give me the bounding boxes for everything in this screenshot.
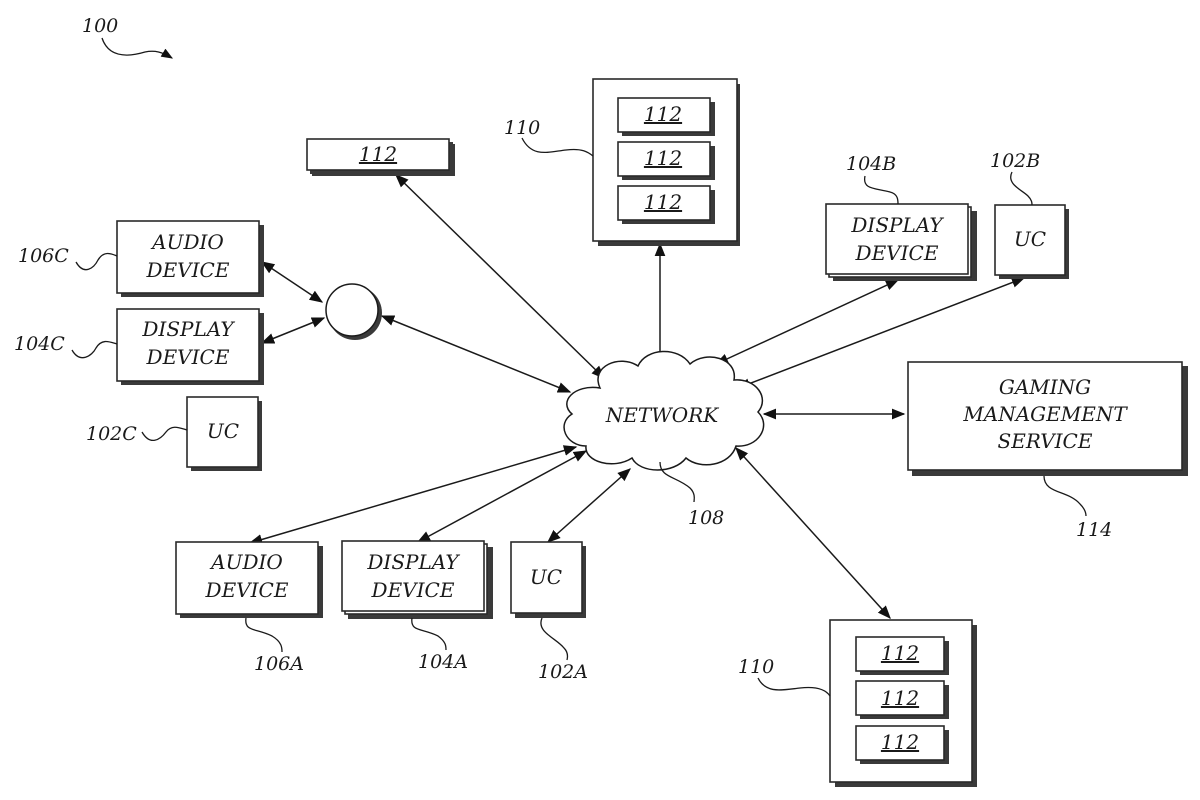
figure-reference: 100 <box>82 15 172 58</box>
uc-c[interactable]: UC 102C <box>86 397 262 471</box>
uc-b-leader <box>1011 172 1032 205</box>
uc-b[interactable]: UC 102B <box>990 150 1069 279</box>
server-group-bottom[interactable]: 112 112 112 110 <box>738 620 977 787</box>
display-device-a-leader <box>412 618 446 650</box>
arrow-network-group-bottom <box>736 448 890 618</box>
server-group-top-ref: 110 <box>504 117 540 139</box>
display-device-b-line-1: DISPLAY <box>850 213 944 237</box>
display-device-a-line-1: DISPLAY <box>366 550 460 574</box>
audio-device-a-ref: 106A <box>254 653 304 675</box>
audio-device-a[interactable]: AUDIO DEVICE 106A <box>176 542 323 675</box>
server-group-bottom-leader <box>758 678 830 696</box>
display-device-c-line-1: DISPLAY <box>141 317 235 341</box>
network-ref: 108 <box>688 507 724 529</box>
audio-device-c-line-1: AUDIO <box>150 230 224 254</box>
display-device-b-ref: 104B <box>846 153 896 175</box>
server-group-top-leader <box>522 138 593 156</box>
arrow-network-display-a <box>418 451 586 542</box>
gms-ref: 114 <box>1076 519 1112 541</box>
server-bottom-3[interactable]: 112 <box>856 726 949 764</box>
display-device-a[interactable]: DISPLAY DEVICE 104A <box>342 541 493 673</box>
uc-a-leader <box>541 618 568 660</box>
display-device-a-ref: 104A <box>418 651 468 673</box>
server-bottom-1[interactable]: 112 <box>856 637 949 675</box>
display-device-c[interactable]: DISPLAY DEVICE 104C <box>14 309 264 385</box>
arrow-server-network <box>396 175 604 378</box>
server-top-3[interactable]: 112 <box>618 186 715 224</box>
hub <box>326 284 382 340</box>
server-top-2-label: 112 <box>644 146 682 170</box>
gaming-management-service[interactable]: GAMING MANAGEMENT SERVICE 114 <box>908 362 1188 541</box>
standalone-server[interactable]: 112 <box>307 139 455 176</box>
server-group-bottom-ref: 110 <box>738 656 774 678</box>
client-b: DISPLAY DEVICE 104B UC 102B <box>826 150 1069 281</box>
audio-device-a-leader <box>246 618 282 652</box>
audio-device-c-leader <box>76 254 117 270</box>
server-bottom-1-label: 112 <box>881 641 919 665</box>
gms-line-3: SERVICE <box>998 429 1093 453</box>
uc-a-label: UC <box>530 565 562 589</box>
figure-ref-label: 100 <box>82 15 118 37</box>
server-group-top[interactable]: 112 112 112 110 <box>504 79 740 246</box>
arrow-network-uc-a <box>548 469 630 542</box>
display-device-b-line-2: DEVICE <box>855 241 939 265</box>
uc-b-label: UC <box>1014 227 1046 251</box>
display-device-a-line-2: DEVICE <box>371 578 455 602</box>
figure-ref-arrow <box>102 38 172 58</box>
audio-device-c-line-2: DEVICE <box>146 258 230 282</box>
gms-line-1: GAMING <box>999 375 1091 399</box>
uc-b-ref: 102B <box>990 150 1040 172</box>
uc-a[interactable]: UC 102A <box>511 542 588 683</box>
network-label: NETWORK <box>605 403 719 427</box>
audio-device-c-ref: 106C <box>18 245 69 267</box>
hub-circle <box>326 284 378 336</box>
uc-a-ref: 102A <box>538 661 588 683</box>
display-device-c-leader <box>72 342 117 358</box>
audio-device-a-line-1: AUDIO <box>209 550 283 574</box>
arrow-hub-network <box>382 316 570 392</box>
display-device-c-ref: 104C <box>14 333 65 355</box>
audio-device-c[interactable]: AUDIO DEVICE 106C <box>18 221 264 297</box>
audio-device-a-line-2: DEVICE <box>205 578 289 602</box>
server-top-1[interactable]: 112 <box>618 98 715 136</box>
server-bottom-3-label: 112 <box>881 730 919 754</box>
client-a: AUDIO DEVICE 106A DISPLAY DEVICE 104A UC… <box>176 541 588 683</box>
arrow-network-audio-a <box>250 447 576 543</box>
arrow-display-c-hub <box>262 318 324 343</box>
client-c: AUDIO DEVICE 106C DISPLAY DEVICE 104C UC… <box>14 221 264 471</box>
server-bottom-2[interactable]: 112 <box>856 681 949 719</box>
server-top-1-label: 112 <box>644 102 682 126</box>
standalone-server-label: 112 <box>359 142 397 166</box>
server-top-3-label: 112 <box>644 190 682 214</box>
display-device-c-line-2: DEVICE <box>146 345 230 369</box>
arrow-audio-c-hub <box>262 262 322 302</box>
gms-ref-leader <box>1044 476 1086 516</box>
gms-line-2: MANAGEMENT <box>962 402 1128 426</box>
display-device-b-leader <box>865 176 898 204</box>
uc-c-leader <box>142 427 187 440</box>
display-device-b[interactable]: DISPLAY DEVICE 104B <box>826 153 977 281</box>
network-cloud: NETWORK 108 <box>564 351 764 529</box>
server-top-2[interactable]: 112 <box>618 142 715 180</box>
uc-c-ref: 102C <box>86 423 137 445</box>
arrow-display-b-network <box>716 280 898 364</box>
uc-c-label: UC <box>207 419 239 443</box>
server-bottom-2-label: 112 <box>881 686 919 710</box>
